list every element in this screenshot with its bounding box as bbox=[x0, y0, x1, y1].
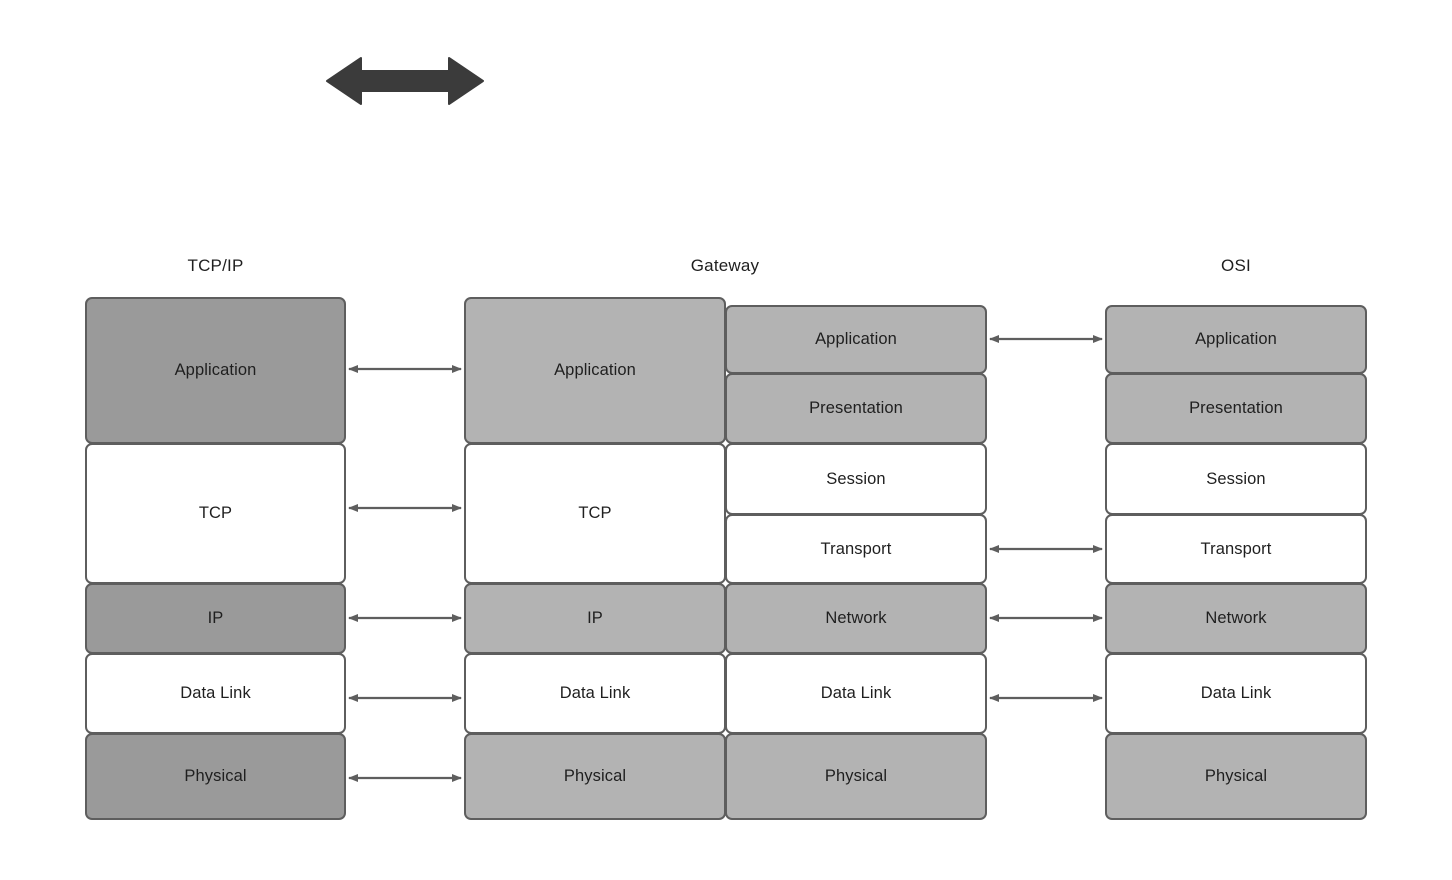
osi-layer-network[interactable]: Network bbox=[1105, 583, 1367, 654]
osi-layer-data-link[interactable]: Data Link bbox=[1105, 653, 1367, 734]
column-title-gateway: Gateway bbox=[690, 256, 760, 275]
osi-layer-physical[interactable]: Physical bbox=[1105, 733, 1367, 820]
tcpip-layer-tcp[interactable]: TCP bbox=[85, 443, 346, 584]
gateway-right-layer-physical[interactable]: Physical bbox=[725, 733, 987, 820]
gateway-right-layer-transport[interactable]: Transport bbox=[725, 514, 987, 584]
column-title-osi: OSI bbox=[1221, 256, 1251, 275]
osi-layer-application[interactable]: Application bbox=[1105, 305, 1367, 374]
gateway-left-layer-physical[interactable]: Physical bbox=[464, 733, 726, 820]
osi-layer-transport[interactable]: Transport bbox=[1105, 514, 1367, 584]
osi-layer-presentation[interactable]: Presentation bbox=[1105, 373, 1367, 444]
gateway-left-layer-application[interactable]: Application bbox=[464, 297, 726, 444]
gateway-right-layer-network[interactable]: Network bbox=[725, 583, 987, 654]
column-title-tcpip: TCP/IP bbox=[187, 256, 244, 275]
gateway-right-layer-presentation[interactable]: Presentation bbox=[725, 373, 987, 444]
tcpip-layer-ip[interactable]: IP bbox=[85, 583, 346, 654]
tcpip-layer-data-link[interactable]: Data Link bbox=[85, 653, 346, 734]
gateway-left-layer-tcp[interactable]: TCP bbox=[464, 443, 726, 584]
gateway-left-layer-data-link[interactable]: Data Link bbox=[464, 653, 726, 734]
gateway-left-layer-ip[interactable]: IP bbox=[464, 583, 726, 654]
gateway-right-layer-data-link[interactable]: Data Link bbox=[725, 653, 987, 734]
tcpip-layer-application[interactable]: Application bbox=[85, 297, 346, 444]
gateway-right-layer-application[interactable]: Application bbox=[725, 305, 987, 374]
tcpip-layer-physical[interactable]: Physical bbox=[85, 733, 346, 820]
osi-layer-session[interactable]: Session bbox=[1105, 443, 1367, 515]
gateway-right-layer-session[interactable]: Session bbox=[725, 443, 987, 515]
double-headed-arrow-icon bbox=[326, 57, 484, 105]
